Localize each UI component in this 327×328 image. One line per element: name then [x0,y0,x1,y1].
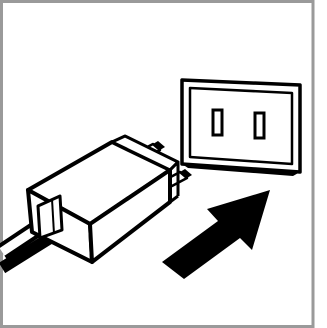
plug-icon [28,136,192,262]
outlet-slot-left [213,110,222,135]
wall-outlet-icon [182,80,300,176]
insert-arrow-icon [162,190,270,279]
frame-gap [313,0,327,328]
outlet-slot-right [255,113,264,138]
